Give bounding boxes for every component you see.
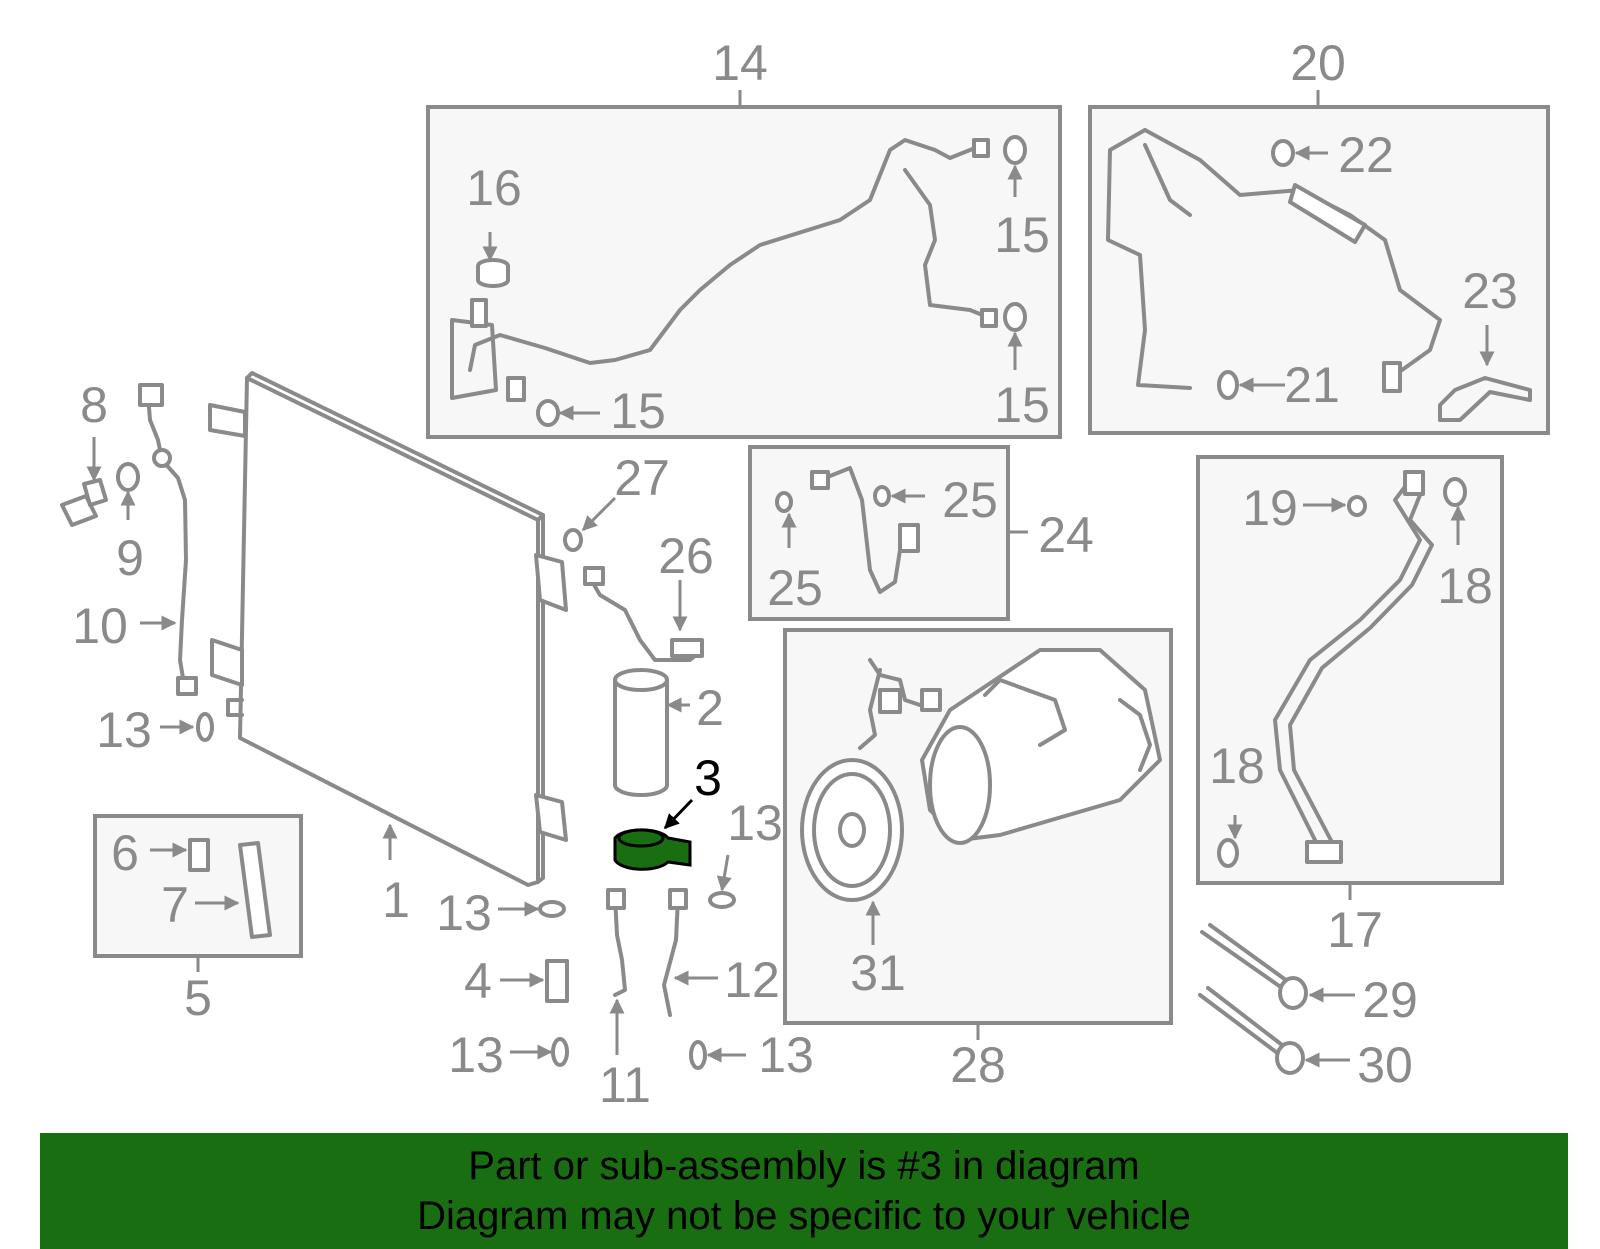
pipe-12-part[interactable] bbox=[662, 896, 680, 1017]
pipe-14-part[interactable] bbox=[468, 138, 977, 372]
callout-15: 15 bbox=[994, 377, 1050, 433]
o-ring-9-part[interactable] bbox=[116, 462, 140, 492]
group-box-24 bbox=[748, 445, 1010, 621]
callout-4: 4 bbox=[464, 953, 492, 1009]
callout-5: 5 bbox=[184, 970, 212, 1026]
callout-21: 21 bbox=[1284, 357, 1340, 413]
callout-20: 20 bbox=[1290, 35, 1346, 91]
o-ring-27-part[interactable] bbox=[563, 528, 583, 552]
group-box-14 bbox=[426, 105, 1062, 439]
seal-7-part[interactable] bbox=[238, 841, 272, 939]
callout-15: 15 bbox=[994, 207, 1050, 263]
pipe-11-part[interactable] bbox=[613, 894, 627, 997]
o-ring-13-part[interactable] bbox=[196, 712, 214, 742]
callout-27: 27 bbox=[614, 450, 670, 506]
callout-25: 25 bbox=[942, 472, 998, 528]
callout-23: 23 bbox=[1462, 263, 1518, 319]
callout-11: 11 bbox=[599, 1057, 651, 1113]
callout-12: 12 bbox=[724, 952, 780, 1008]
bracket-3-part[interactable] bbox=[613, 828, 692, 871]
callout-9: 9 bbox=[116, 530, 144, 586]
callout-14: 14 bbox=[712, 35, 768, 91]
bracket-23-part[interactable] bbox=[1438, 376, 1532, 422]
callout-29: 29 bbox=[1362, 972, 1418, 1028]
group-box-20 bbox=[1088, 105, 1550, 435]
callout-19: 19 bbox=[1242, 480, 1298, 536]
o-ring-25-part[interactable] bbox=[775, 491, 793, 513]
pipe-26-part[interactable] bbox=[588, 576, 704, 662]
bolt-30-part[interactable] bbox=[1198, 986, 1305, 1075]
clip-6-part[interactable] bbox=[188, 838, 210, 872]
o-ring-18-part[interactable] bbox=[1217, 838, 1239, 868]
callout-22: 22 bbox=[1338, 127, 1394, 183]
bolt-29-part[interactable] bbox=[1200, 923, 1308, 1010]
o-ring-22-part[interactable] bbox=[1271, 139, 1295, 167]
o-ring-13-part[interactable] bbox=[551, 1037, 569, 1067]
sensor-8-part[interactable] bbox=[60, 478, 108, 527]
callout-8: 8 bbox=[80, 377, 108, 433]
leader-lines bbox=[86, 90, 1495, 1068]
banner-line-part-number: Part or sub-assembly is #3 in diagram bbox=[468, 1144, 1140, 1188]
callout-25: 25 bbox=[767, 560, 823, 616]
clip-4-part[interactable] bbox=[545, 959, 569, 1003]
callout-17: 17 bbox=[1327, 902, 1383, 958]
callout-28: 28 bbox=[950, 1037, 1006, 1093]
callout-18: 18 bbox=[1437, 558, 1493, 614]
pipe-10-part[interactable] bbox=[146, 393, 188, 692]
callout-3-highlighted: 3 bbox=[694, 750, 722, 806]
callout-13: 13 bbox=[727, 795, 783, 851]
callout-26: 26 bbox=[658, 528, 714, 584]
hose-17-part[interactable] bbox=[1273, 478, 1422, 852]
o-ring-13-part[interactable] bbox=[538, 900, 566, 918]
o-ring-15-part[interactable] bbox=[1003, 302, 1027, 332]
pipe-20-part[interactable] bbox=[1106, 128, 1192, 390]
o-ring-15-part[interactable] bbox=[1003, 135, 1027, 165]
receiver-drier-2-part[interactable] bbox=[613, 668, 669, 797]
callout-7: 7 bbox=[161, 877, 189, 933]
callout-13: 13 bbox=[436, 885, 492, 941]
compressor-28-part[interactable] bbox=[858, 648, 1162, 845]
cap-16-part[interactable] bbox=[476, 258, 510, 288]
callout-10: 10 bbox=[72, 598, 128, 654]
callout-13: 13 bbox=[448, 1027, 504, 1083]
callout-1: 1 bbox=[382, 872, 410, 928]
pipe-24-part[interactable] bbox=[818, 466, 912, 594]
cap-19-part[interactable] bbox=[1347, 495, 1367, 517]
callout-30: 30 bbox=[1357, 1037, 1413, 1093]
callout-13: 13 bbox=[758, 1027, 814, 1083]
callout-31: 31 bbox=[850, 945, 906, 1001]
callout-6: 6 bbox=[111, 825, 139, 881]
group-box-17 bbox=[1196, 455, 1504, 885]
o-ring-13-part[interactable] bbox=[708, 891, 736, 909]
callout-24: 24 bbox=[1038, 507, 1094, 563]
callout-16: 16 bbox=[466, 160, 522, 216]
clutch-31-part[interactable] bbox=[800, 758, 904, 902]
condenser-part[interactable] bbox=[208, 371, 568, 887]
o-ring-21-part[interactable] bbox=[1217, 370, 1239, 400]
callout-2: 2 bbox=[696, 680, 724, 736]
info-banner: Part or sub-assembly is #3 in diagram Di… bbox=[40, 1133, 1568, 1249]
banner-line-disclaimer: Diagram may not be specific to your vehi… bbox=[417, 1194, 1191, 1238]
callout-15: 15 bbox=[610, 383, 666, 439]
o-ring-18-part[interactable] bbox=[1443, 477, 1467, 507]
callout-18: 18 bbox=[1209, 738, 1265, 794]
o-ring-13-part[interactable] bbox=[689, 1040, 707, 1070]
o-ring-15-part[interactable] bbox=[536, 399, 560, 427]
callout-13: 13 bbox=[96, 702, 152, 758]
o-ring-25-part[interactable] bbox=[873, 485, 891, 507]
